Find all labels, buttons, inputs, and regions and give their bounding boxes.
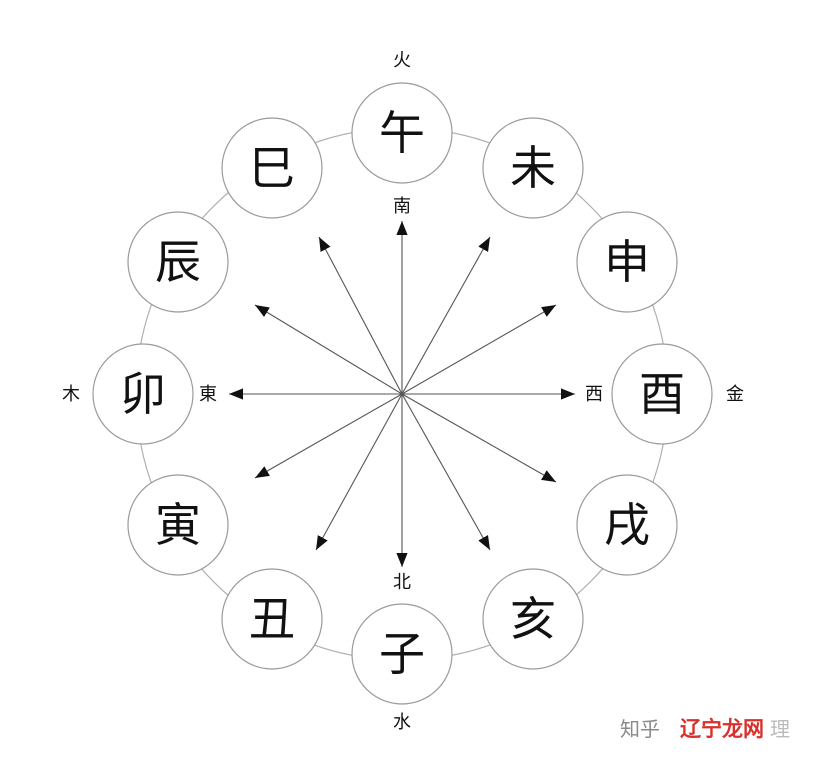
branch-node-wu: 午 — [351, 82, 453, 184]
branch-node-chen: 辰 — [127, 211, 229, 313]
element-metal: 金 — [726, 384, 744, 405]
branch-node-chou: 丑 — [221, 568, 323, 670]
branch-label-zi: 子 — [379, 627, 425, 681]
branch-label-chou: 丑 — [249, 592, 295, 646]
branch-node-hai: 亥 — [482, 568, 584, 670]
arrow-chen — [254, 304, 403, 395]
branch-label-you: 酉 — [639, 367, 685, 421]
branch-circle-wei — [482, 117, 584, 219]
branch-circle-xu — [576, 474, 678, 576]
arrow-hai — [401, 393, 491, 551]
direction-north: 北 — [393, 572, 411, 593]
branch-node-wei: 未 — [482, 117, 584, 219]
arrow-si — [318, 236, 403, 395]
arrow-chou — [315, 393, 403, 551]
direction-labels: 南 北 東 西 — [199, 196, 603, 593]
watermark-site: 知乎 — [620, 717, 660, 741]
branch-label-chen: 辰 — [155, 235, 201, 289]
element-fire: 火 — [393, 50, 411, 71]
branch-circle-mao — [92, 343, 194, 445]
branch-node-shen: 申 — [576, 211, 678, 313]
branch-node-si: 巳 — [221, 117, 323, 219]
watermark: 知乎 辽宁龙网 理 — [620, 717, 790, 741]
element-wood: 木 — [62, 384, 80, 405]
branch-label-wei: 未 — [510, 141, 556, 195]
branch-circle-zi — [351, 603, 453, 705]
branch-circle-shen — [576, 211, 678, 313]
branch-node-mao: 卯 — [92, 343, 194, 445]
arrow-shen — [401, 304, 557, 395]
arrow-yin — [254, 393, 403, 479]
direction-east: 東 — [199, 384, 217, 405]
branch-label-xu: 戌 — [604, 498, 650, 552]
branch-label-shen: 申 — [604, 235, 650, 289]
branch-circle-yin — [127, 474, 229, 576]
branch-node-xu: 戌 — [576, 474, 678, 576]
branch-circle-chou — [221, 568, 323, 670]
branch-circle-chen — [127, 211, 229, 313]
branch-node-yin: 寅 — [127, 474, 229, 576]
arrow-wei — [401, 236, 491, 395]
branch-circle-wu — [351, 82, 453, 184]
branch-circle-you — [611, 343, 713, 445]
element-labels: 火 水 木 金 — [62, 50, 744, 733]
branch-label-mao: 卯 — [120, 367, 166, 421]
watermark-brand: 辽宁龙网 — [680, 717, 764, 741]
branch-nodes: 午 未 申 酉 戌 亥 子 丑 — [92, 82, 713, 705]
branch-label-si: 巳 — [249, 141, 295, 195]
branch-label-wu: 午 — [379, 106, 425, 160]
branch-circle-hai — [482, 568, 584, 670]
watermark-suffix: 理 — [770, 717, 790, 741]
branch-label-yin: 寅 — [155, 498, 201, 552]
branch-label-hai: 亥 — [510, 592, 556, 646]
direction-west: 西 — [585, 384, 603, 405]
arrow-xu — [401, 393, 557, 483]
branch-circle-si — [221, 117, 323, 219]
branch-node-zi: 子 — [351, 603, 453, 705]
branch-node-you: 酉 — [611, 343, 713, 445]
element-water: 水 — [393, 712, 411, 733]
arrows — [229, 221, 575, 567]
direction-south: 南 — [393, 196, 411, 217]
